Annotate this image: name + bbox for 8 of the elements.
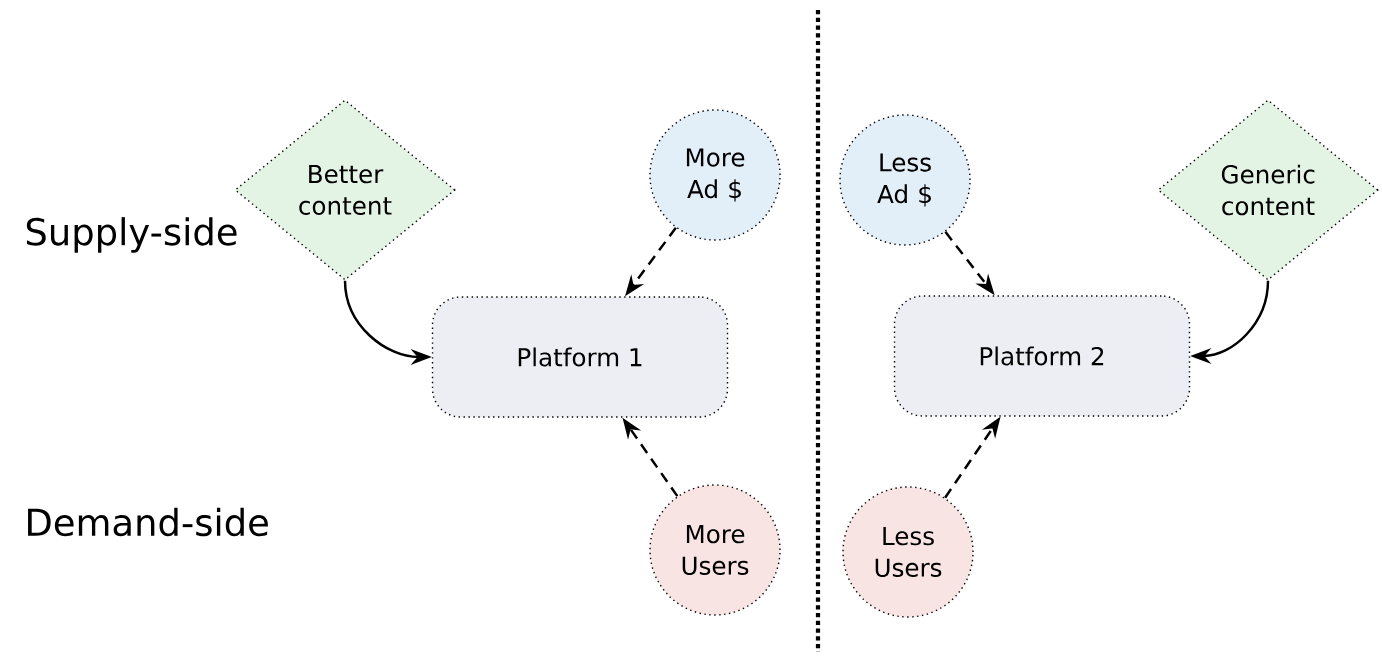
circle-node: More Ad $ <box>649 109 781 241</box>
circle-node: More Users <box>649 484 781 616</box>
circle-node: Less Users <box>842 486 974 618</box>
process-box: Platform 2 <box>893 295 1191 417</box>
side-label: Demand-side <box>28 507 268 537</box>
side-label: Supply-side <box>26 217 237 253</box>
process-box: Platform 1 <box>431 296 729 418</box>
circle-node: Less Ad $ <box>839 114 971 246</box>
